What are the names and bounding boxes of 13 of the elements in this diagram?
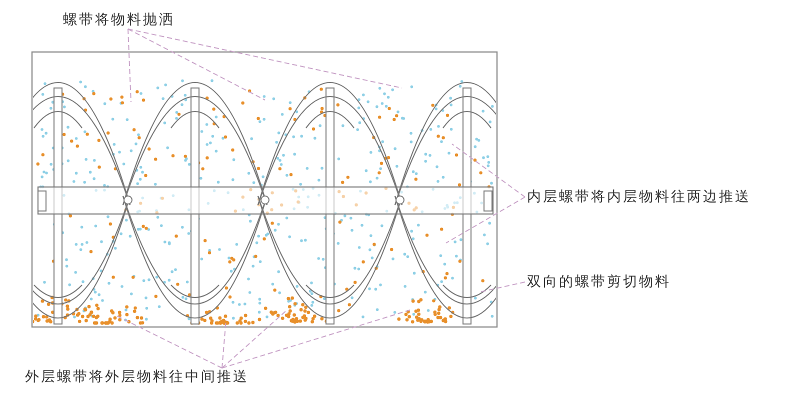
callout-text: 螺带将物料抛洒 xyxy=(63,11,175,29)
leader-line xyxy=(222,310,410,368)
leader-line xyxy=(128,28,402,88)
callout-text: 外层螺带将外层物料往中间推送 xyxy=(25,368,249,386)
leader-line xyxy=(480,282,526,292)
callout-text: 双向的螺带剪切物料 xyxy=(527,273,671,291)
leader-line xyxy=(452,144,526,198)
leader-line xyxy=(222,310,288,368)
callout-text: 内层螺带将内层物料往两边推送 xyxy=(527,188,751,206)
leader-line xyxy=(128,28,266,100)
leader-line xyxy=(128,28,132,102)
leader-line xyxy=(446,196,526,244)
leader-line xyxy=(114,314,222,368)
